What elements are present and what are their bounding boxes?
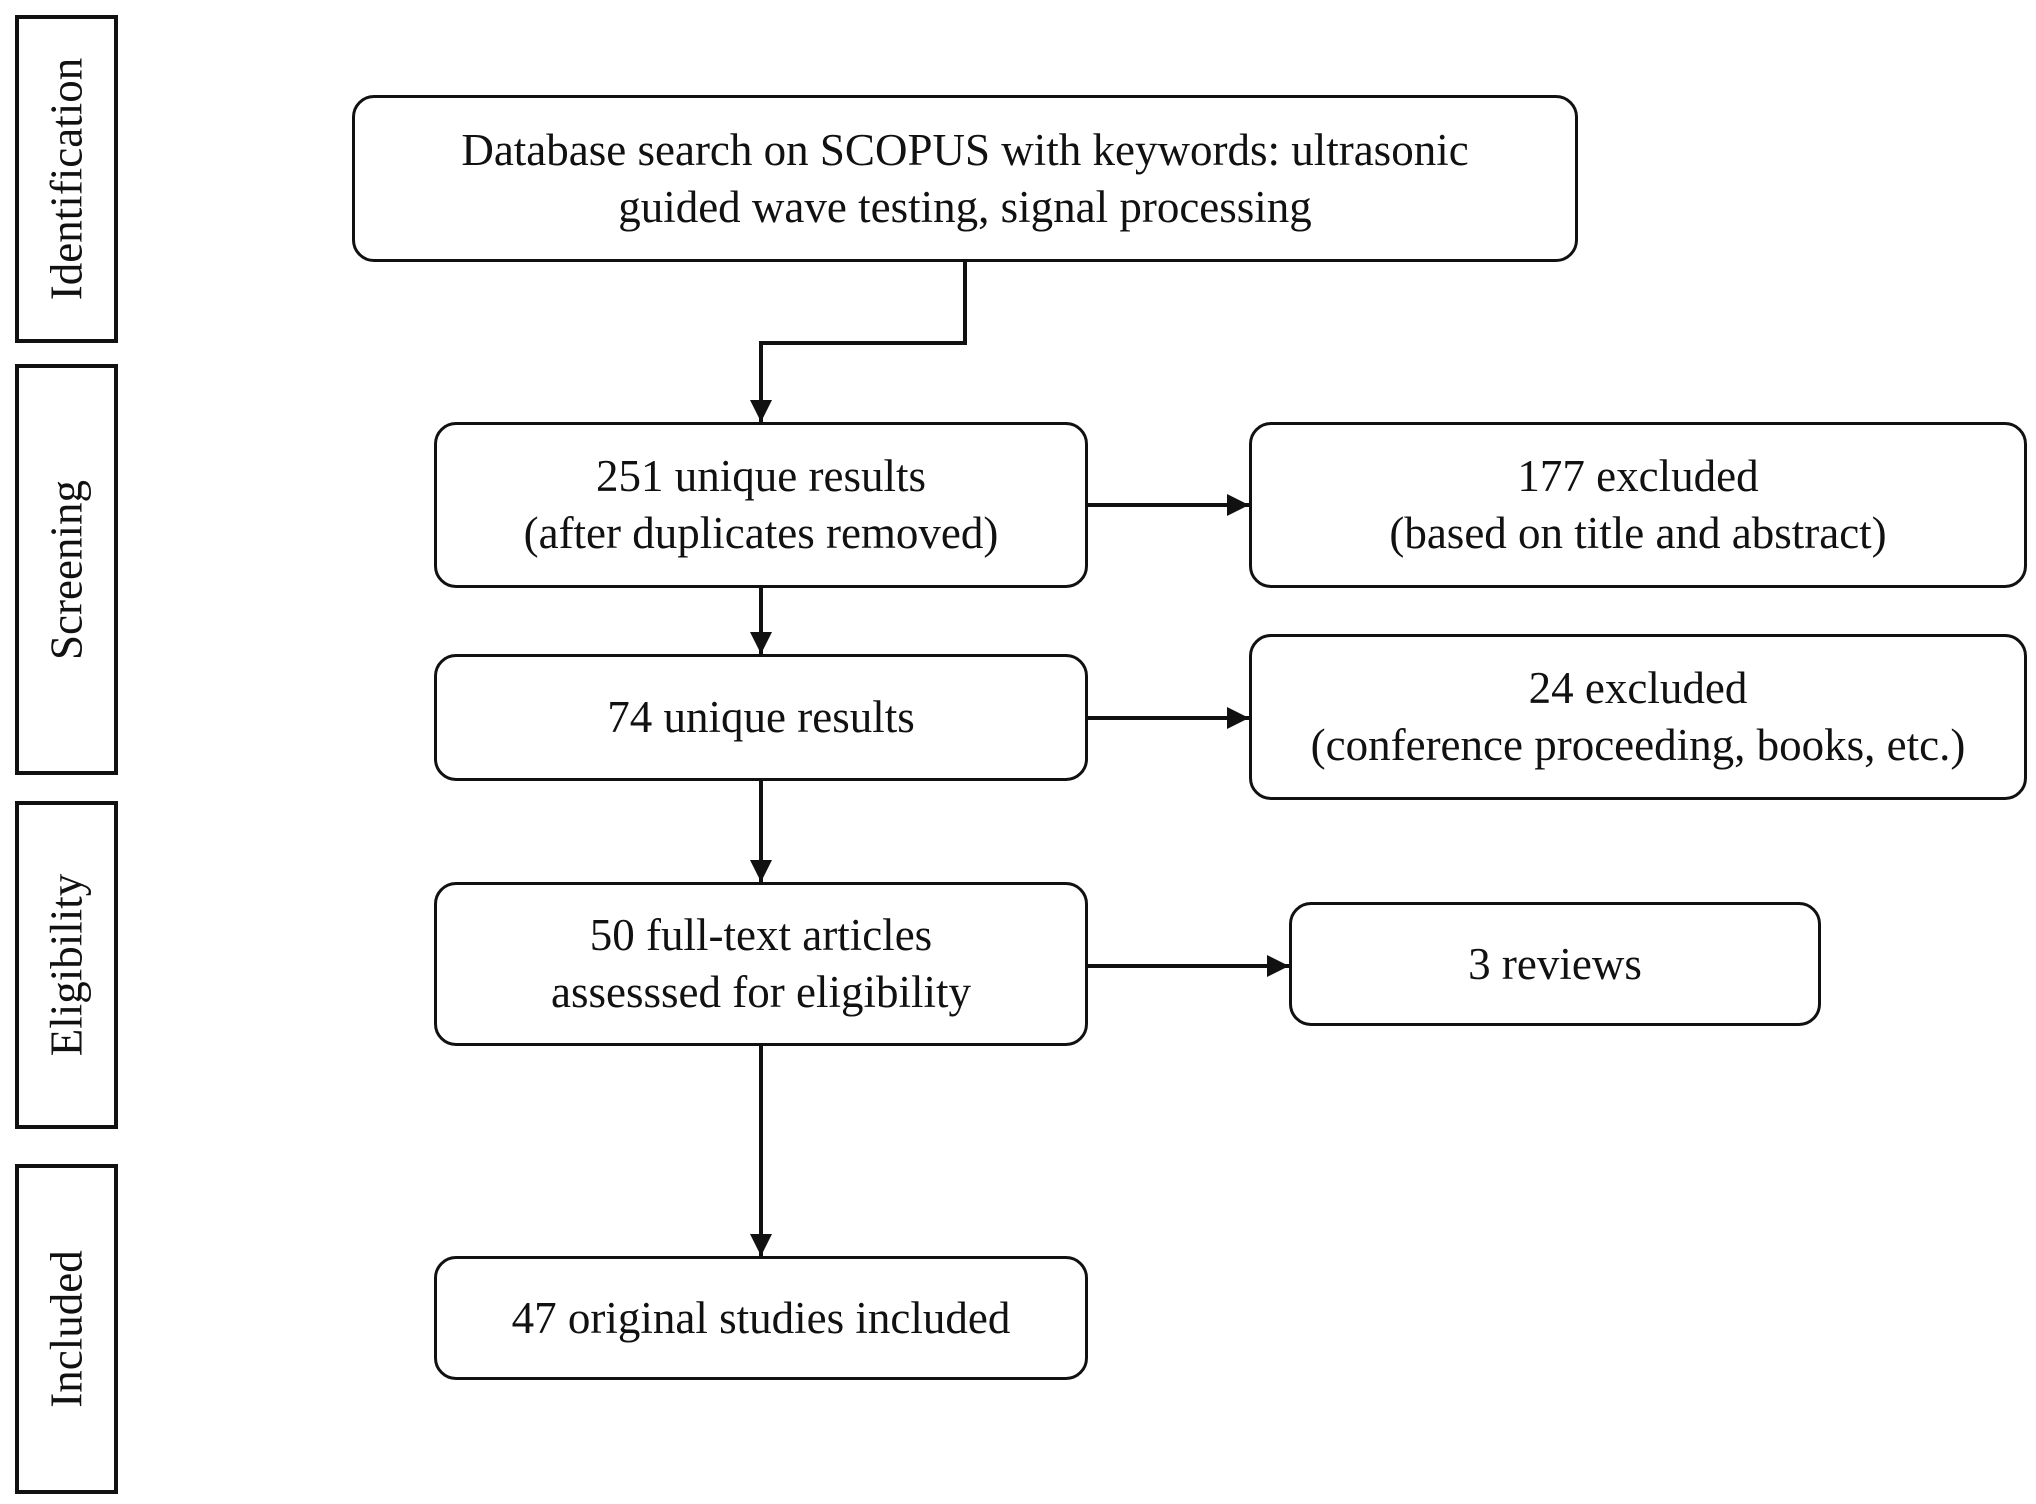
box-database-search-line1: Database search on SCOPUS with keywords:… — [461, 124, 1469, 175]
box-24-line1: 24 excluded — [1528, 663, 1748, 713]
box-50-full-text-articles: 50 full-text articles assesssed for elig… — [434, 882, 1088, 1046]
stage-screening: Screening — [15, 364, 118, 775]
box-74-line1: 74 unique results — [607, 692, 915, 742]
stage-label-included: Included — [41, 1250, 91, 1408]
box-251-line2: (after duplicates removed) — [523, 508, 999, 558]
box-3-line1: 3 reviews — [1468, 938, 1642, 989]
box-24-line2: (conference proceeding, books, etc.) — [1310, 720, 1966, 770]
stage-identification: Identification — [15, 15, 118, 343]
stage-eligibility: Eligibility — [15, 801, 118, 1129]
box-177-excluded: 177 excluded (based on title and abstrac… — [1249, 422, 2027, 588]
box-251-line1: 251 unique results — [596, 451, 926, 501]
box-24-excluded: 24 excluded (conference proceeding, book… — [1249, 634, 2027, 800]
stage-label-eligibility: Eligibility — [41, 873, 91, 1057]
box-50-line1: 50 full-text articles — [589, 910, 933, 960]
box-177-line1: 177 excluded — [1517, 451, 1759, 501]
box-74-unique-results: 74 unique results — [434, 654, 1088, 781]
box-47-line1: 47 original studies included — [511, 1292, 1011, 1343]
stage-label-identification: Identification — [41, 57, 91, 301]
arrow-search-to-unique251 — [750, 262, 967, 422]
stage-label-screening: Screening — [41, 479, 91, 660]
box-47-included: 47 original studies included — [434, 1256, 1088, 1380]
stage-included: Included — [15, 1164, 118, 1494]
box-database-search: Database search on SCOPUS with keywords:… — [352, 95, 1578, 262]
box-177-line2: (based on title and abstract) — [1389, 508, 1887, 558]
box-251-unique-results: 251 unique results (after duplicates rem… — [434, 422, 1088, 588]
box-3-reviews: 3 reviews — [1289, 902, 1821, 1026]
box-database-search-line2: guided wave testing, signal processing — [618, 181, 1312, 232]
box-50-line2: assesssed for eligibility — [551, 967, 971, 1017]
